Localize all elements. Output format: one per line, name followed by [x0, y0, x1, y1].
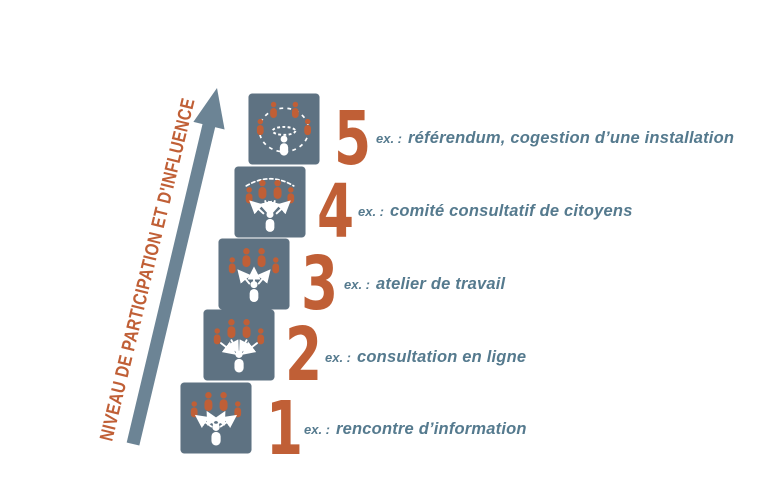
level-number-1: 1 — [266, 386, 304, 472]
level-number-4: 4 — [317, 169, 355, 255]
example-prefix: ex. : — [344, 277, 371, 292]
example-prefix: ex. : — [376, 131, 403, 146]
level-number-5: 5 — [334, 96, 372, 182]
example-text: référendum, cogestion d’une installation — [408, 129, 735, 147]
level-example-2: ex. : consultation en ligne — [325, 348, 526, 367]
example-text: rencontre d’information — [336, 420, 527, 438]
information-broadcast-icon — [180, 382, 252, 454]
level-number-3: 3 — [301, 241, 339, 327]
axis-arrowhead-icon — [193, 88, 225, 130]
example-prefix: ex. : — [358, 204, 385, 219]
example-prefix: ex. : — [325, 350, 352, 365]
committee-bidirectional-icon — [234, 166, 306, 238]
example-text: comité consultatif de citoyens — [390, 202, 633, 220]
level-example-5: ex. : référendum, cogestion d’une instal… — [376, 129, 734, 148]
level-example-1: ex. : rencontre d’information — [304, 420, 527, 439]
level-example-3: ex. : atelier de travail — [344, 275, 505, 294]
example-text: atelier de travail — [376, 275, 506, 293]
consultation-feedback-icon — [203, 309, 275, 381]
level-example-4: ex. : comité consultatif de citoyens — [358, 202, 633, 221]
level-number-2: 2 — [285, 312, 323, 398]
example-text: consultation en ligne — [357, 348, 527, 366]
example-prefix: ex. : — [304, 422, 331, 437]
roundtable-cogestion-icon — [248, 93, 320, 165]
workshop-dialogue-icon — [218, 238, 290, 310]
